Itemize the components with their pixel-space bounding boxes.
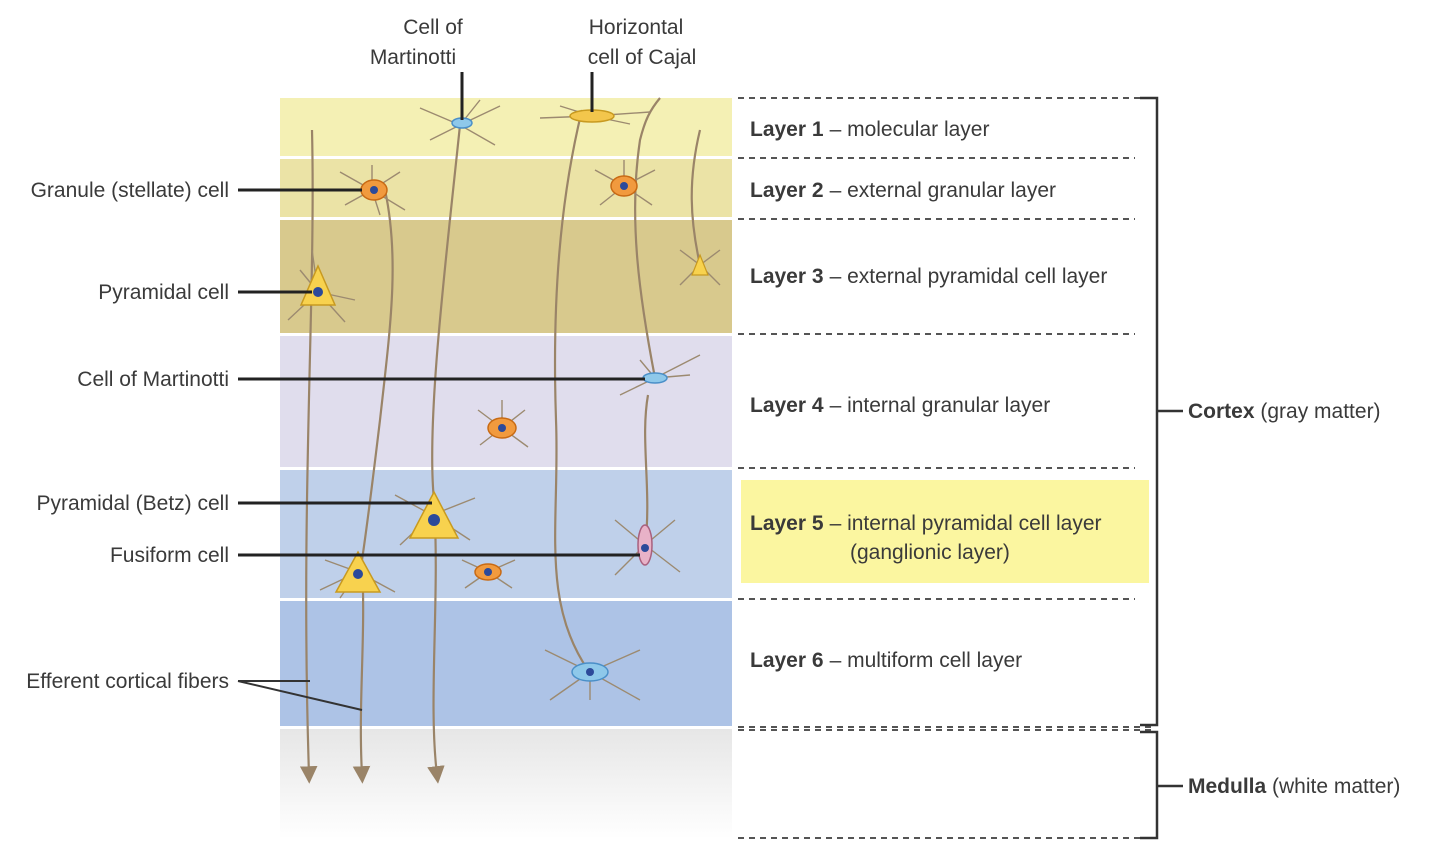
layer-labels: Layer 1– molecular layer Layer 2– extern…	[750, 118, 1107, 672]
layer-5-label: Layer 5– internal pyramidal cell layer	[750, 512, 1102, 535]
fusiform-cell-label: Fusiform cell	[110, 544, 229, 567]
layer-1-label: Layer 1– molecular layer	[750, 118, 989, 141]
cortex-label: Cortex (gray matter)	[1188, 400, 1381, 423]
pyramidal-cell-label: Pyramidal cell	[98, 281, 229, 304]
layer-1-band	[280, 98, 732, 156]
small-pyramidal-cell-body	[691, 253, 709, 276]
layer-5-highlight	[741, 480, 1149, 583]
layer-4-band	[280, 336, 732, 467]
granule-cell-label: Granule (stellate) cell	[31, 179, 229, 202]
martinotti-cell-body	[642, 372, 668, 384]
cortex-bracket: Cortex (gray matter)	[1140, 96, 1381, 727]
pyramidal-cell-body	[299, 264, 337, 306]
layer-6-label: Layer 6– multiform cell layer	[750, 649, 1022, 672]
layer-2-band	[280, 159, 732, 217]
layer-2-label: Layer 2– external granular layer	[750, 179, 1056, 202]
top-labels: Cell of Martinotti Horizontal cell of Ca…	[370, 16, 696, 120]
layer-boundaries	[738, 97, 1155, 839]
medulla-bracket: Medulla (white matter)	[1140, 730, 1400, 840]
layer-5-label-line-2: (ganglionic layer)	[850, 541, 1010, 564]
betz-cell-label: Pyramidal (Betz) cell	[36, 492, 229, 515]
efferent-fibers-label: Efferent cortical fibers	[26, 670, 229, 693]
layer-6-band	[280, 601, 732, 726]
martinotti-cell-label: Cell of Martinotti	[77, 368, 229, 391]
layer-3-label: Layer 3– external pyramidal cell layer	[750, 265, 1107, 288]
cajal-top-label-line-1: Horizontal	[589, 16, 684, 39]
efferent-leader	[237, 680, 363, 711]
medulla-band	[280, 729, 732, 839]
martinotti-top-label-line-2: Martinotti	[370, 46, 456, 69]
layer-3-band	[280, 220, 732, 333]
cajal-top-label-line-2: cell of Cajal	[588, 46, 697, 69]
layer-4-label: Layer 4– internal granular layer	[750, 394, 1050, 417]
neuron-bodies	[299, 109, 709, 682]
dendrites	[287, 99, 721, 701]
martinotti-top-label-line-1: Cell of	[403, 16, 463, 39]
left-labels: Granule (stellate) cell Pyramidal cell C…	[26, 179, 645, 711]
medulla-label: Medulla (white matter)	[1188, 775, 1400, 798]
